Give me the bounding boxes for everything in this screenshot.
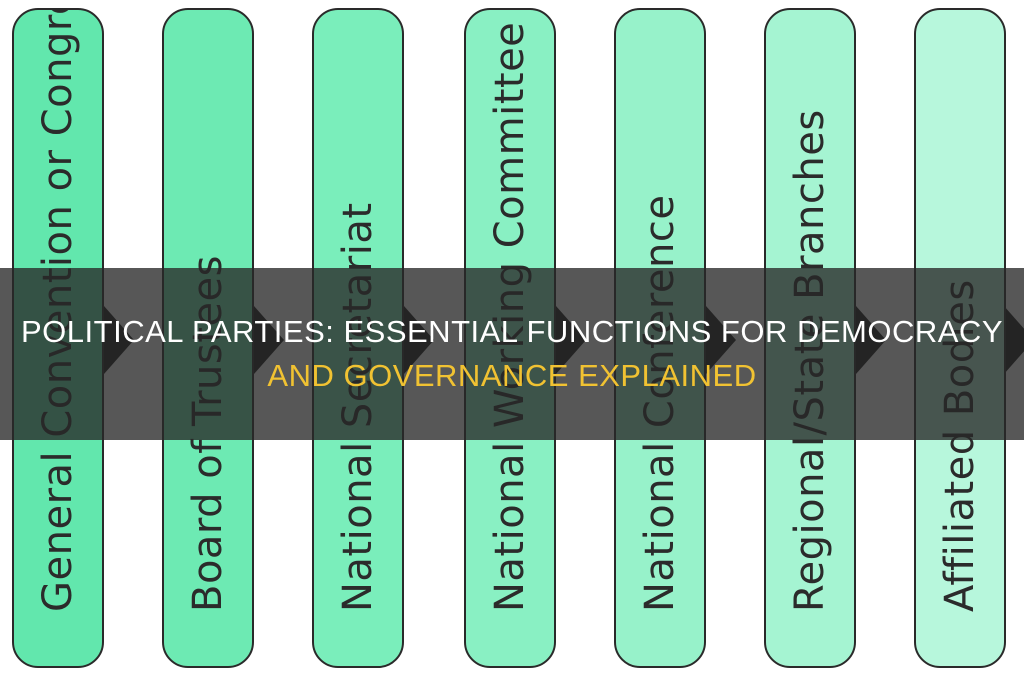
title-line-2: AND GOVERNANCE EXPLAINED xyxy=(267,358,757,393)
title-line-1: POLITICAL PARTIES: ESSENTIAL FUNCTIONS F… xyxy=(21,310,1003,354)
title-line-1-rest: ESSENTIAL FUNCTIONS FOR DEMOCRACY xyxy=(334,314,1003,349)
title-line-1-lead: POLITICAL PARTIES: xyxy=(21,314,335,349)
title-banner: POLITICAL PARTIES: ESSENTIAL FUNCTIONS F… xyxy=(0,268,1024,440)
